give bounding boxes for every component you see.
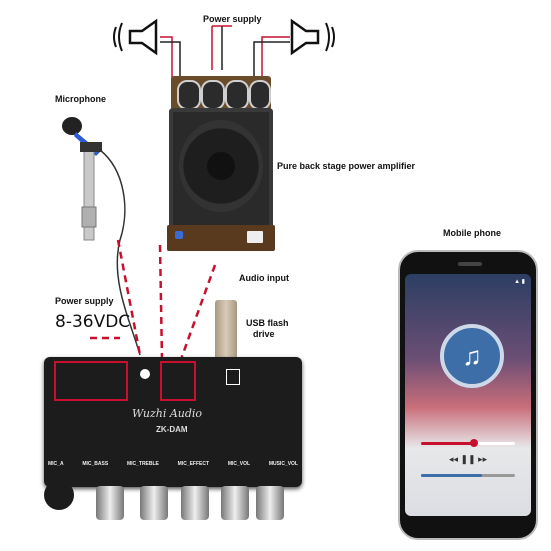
knob-label-mic-a: MIC_A [48, 461, 64, 467]
usb-flash-label: USB flash [246, 318, 289, 328]
knob-label-mic-treble: MIC_TREBLE [126, 461, 159, 467]
power-supply-left-label: Power supply [55, 296, 114, 306]
knob-mic-treble[interactable] [140, 486, 168, 520]
mic-link [116, 239, 142, 356]
amp-heatsink [169, 108, 273, 230]
knob-mic-vol[interactable] [221, 486, 249, 520]
fan-icon [179, 120, 263, 212]
mobile-phone: ▲ ▮ ♫ ◂◂ ❚❚ ▸▸ [398, 250, 538, 540]
usb-drive-label: drive [253, 329, 275, 339]
playback-controls[interactable]: ◂◂ ❚❚ ▸▸ [449, 454, 488, 464]
knob-label-mic-effect: MIC_EFFECT [177, 461, 210, 467]
audio-input-label: Audio input [239, 273, 289, 283]
power-connector [54, 361, 128, 401]
knob-label-mic-vol: MIC_VOL [227, 461, 251, 467]
amp-capacitors [171, 76, 271, 110]
amp-pcb [167, 225, 275, 251]
audio-link [178, 264, 217, 363]
mic-a-jack [44, 480, 74, 510]
knob-labels: MIC_A MIC_BASS MIC_TREBLE MIC_EFFECT MIC… [48, 461, 298, 473]
progress-bar[interactable] [421, 439, 515, 447]
left-speaker-icon [113, 18, 158, 56]
brand-logo: Wuzhi Audio [132, 407, 203, 420]
zk-dam-board: Wuzhi Audio ZK-DAM MIC_A MIC_BASS MIC_TR… [44, 357, 302, 487]
amp-link [158, 244, 164, 361]
status-bar: ▲ ▮ [514, 279, 525, 285]
mobile-phone-label: Mobile phone [443, 228, 501, 238]
right-speaker-icon [290, 18, 335, 56]
power-amplifier [167, 70, 275, 255]
model-label: ZK-DAM [156, 425, 188, 434]
microphone-icon [62, 117, 102, 241]
mic-cable [99, 149, 141, 356]
usb-port-icon [226, 369, 240, 385]
voltage-label: 8-36VDC [55, 312, 131, 332]
power-supply-top-label: Power supply [203, 14, 262, 24]
phone-screen: ▲ ▮ ♫ ◂◂ ❚❚ ▸▸ [405, 274, 531, 516]
knob-music-vol[interactable] [256, 486, 284, 520]
usb-flash-drive [215, 300, 237, 364]
knob-mic-bass[interactable] [96, 486, 124, 520]
microphone-label: Microphone [55, 94, 106, 104]
audio-in-connector [160, 361, 196, 401]
amplifier-label: Pure back stage power amplifier [277, 161, 416, 171]
knob-mic-effect[interactable] [181, 486, 209, 520]
music-note-icon: ♫ [440, 324, 504, 388]
knob-label-mic-bass: MIC_BASS [82, 461, 109, 467]
microphone [60, 112, 120, 247]
knob-row [96, 486, 301, 522]
knob-label-music-vol: MUSIC_VOL [268, 461, 298, 467]
phone-camera [458, 262, 482, 266]
volume-bar[interactable] [421, 474, 515, 477]
mic-jack-icon [140, 369, 150, 379]
